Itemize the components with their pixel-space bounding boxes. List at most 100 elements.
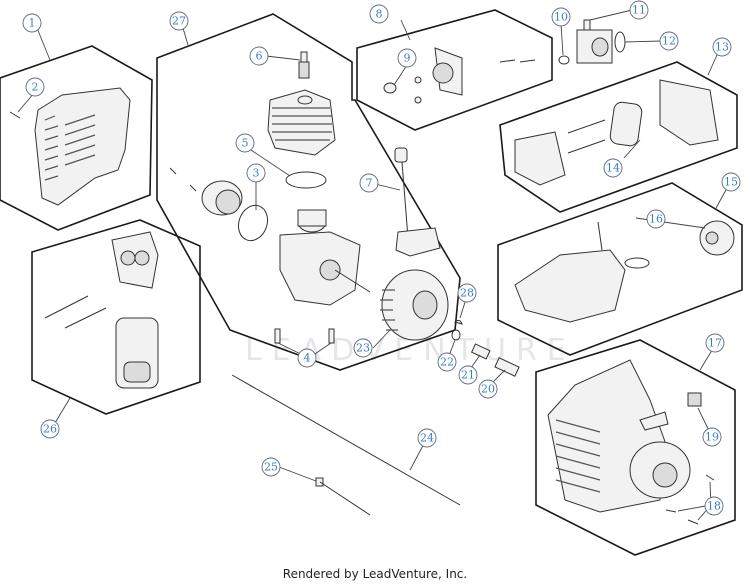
part-fuel-cap[interactable] (699, 220, 735, 256)
svg-text:9: 9 (404, 52, 411, 65)
callout-24[interactable]: 24 (417, 428, 437, 448)
part-screw-a[interactable] (169, 167, 177, 175)
part-fuel-cap-strap[interactable] (624, 257, 650, 269)
part-muffler-shield[interactable] (111, 231, 159, 289)
group-frame-17 (535, 339, 736, 556)
callout-11[interactable]: 11 (629, 0, 649, 20)
callout-7[interactable]: 7 (359, 173, 379, 193)
group-frame-8 (356, 9, 553, 131)
part-starter-housing[interactable] (547, 359, 691, 513)
callout-16[interactable]: 16 (646, 209, 666, 229)
group-frame-26 (31, 219, 201, 415)
footer-credit: Rendered by LeadVenture, Inc. (282, 567, 468, 581)
part-gasket-5[interactable] (285, 171, 327, 189)
svg-text:26: 26 (43, 423, 57, 436)
callout-8[interactable]: 8 (369, 4, 389, 24)
callout-28[interactable]: 28 (457, 283, 477, 303)
part-muffler-bolt-b[interactable] (64, 307, 107, 329)
part-air-filter-cover[interactable] (659, 79, 719, 146)
part-muffler[interactable] (115, 317, 159, 389)
svg-text:8: 8 (376, 8, 383, 21)
part-muffler-bolt-a[interactable] (44, 295, 89, 319)
callout-10[interactable]: 10 (551, 7, 571, 27)
part-throttle-cable[interactable] (231, 374, 461, 506)
part-insulator-bracket[interactable] (432, 47, 463, 96)
group-frame-27 (156, 13, 461, 371)
callout-17[interactable]: 17 (705, 333, 725, 353)
callout-19[interactable]: 19 (702, 427, 722, 447)
part-stud-right[interactable] (328, 328, 335, 344)
callout-14[interactable]: 14 (603, 158, 623, 178)
callout-5[interactable]: 5 (235, 133, 255, 153)
part-shroud-cover[interactable] (34, 87, 131, 206)
callout-4[interactable]: 4 (297, 348, 317, 368)
svg-text:3: 3 (253, 167, 260, 180)
part-nut-20[interactable] (494, 357, 520, 377)
callout-1[interactable]: 1 (22, 13, 42, 33)
svg-text:13: 13 (715, 41, 729, 54)
part-screw-18c[interactable] (687, 519, 699, 525)
svg-text:7: 7 (366, 177, 373, 190)
callout-26[interactable]: 26 (40, 419, 60, 439)
group-frame-13 (499, 61, 738, 213)
part-bolt-a[interactable] (499, 59, 516, 63)
part-nut-a[interactable] (414, 76, 422, 84)
part-nut-b[interactable] (414, 96, 422, 104)
part-switch-19[interactable] (687, 392, 702, 407)
callout-2[interactable]: 2 (25, 77, 45, 97)
part-filter-element[interactable] (609, 101, 643, 147)
callout-12[interactable]: 12 (659, 31, 679, 51)
part-screw-b[interactable] (189, 184, 197, 192)
callout-23[interactable]: 23 (353, 338, 373, 358)
part-key-28[interactable] (453, 319, 463, 325)
part-spark-plug[interactable] (298, 51, 310, 79)
group-frame-1 (0, 45, 153, 231)
part-gasket-3[interactable] (234, 201, 273, 244)
part-wire-harness[interactable] (315, 477, 371, 516)
callout-18[interactable]: 18 (704, 496, 724, 516)
part-stud-left[interactable] (274, 328, 281, 344)
callout-21[interactable]: 21 (458, 365, 478, 385)
callout-22[interactable]: 22 (437, 352, 457, 372)
callout-6[interactable]: 6 (249, 46, 269, 66)
svg-text:6: 6 (256, 50, 263, 63)
part-screw-18a[interactable] (705, 474, 715, 481)
callout-13[interactable]: 13 (712, 37, 732, 57)
part-screw-18b[interactable] (665, 509, 677, 513)
callout-25[interactable]: 25 (261, 457, 281, 477)
svg-text:25: 25 (264, 461, 278, 474)
svg-text:18: 18 (707, 500, 721, 513)
svg-text:20: 20 (481, 383, 495, 396)
part-carburetor[interactable] (576, 19, 613, 64)
part-sleeve-21[interactable] (470, 343, 491, 360)
svg-text:24: 24 (420, 432, 434, 445)
svg-text:2: 2 (32, 81, 39, 94)
svg-text:12: 12 (662, 35, 676, 48)
part-washer-22[interactable] (451, 329, 461, 341)
part-flywheel[interactable] (380, 269, 449, 341)
svg-text:19: 19 (705, 431, 719, 444)
part-bearing-cover[interactable] (201, 180, 243, 216)
part-crankcase[interactable] (279, 209, 371, 306)
callout-27[interactable]: 27 (169, 11, 189, 31)
svg-text:21: 21 (461, 369, 475, 382)
part-ring-10[interactable] (558, 55, 570, 65)
callout-9[interactable]: 9 (397, 48, 417, 68)
svg-text:10: 10 (554, 11, 568, 24)
part-gasket-12[interactable] (614, 31, 626, 53)
part-fuel-tank[interactable] (514, 221, 626, 323)
part-air-filter-base[interactable] (514, 131, 566, 186)
part-ignition-coil[interactable] (394, 147, 441, 257)
part-screw-2[interactable] (9, 111, 21, 119)
callout-15[interactable]: 15 (721, 172, 741, 192)
part-long-screw-a[interactable] (567, 119, 606, 134)
svg-text:11: 11 (632, 4, 646, 17)
svg-text:28: 28 (460, 287, 474, 300)
callout-20[interactable]: 20 (478, 379, 498, 399)
svg-text:16: 16 (649, 213, 663, 226)
part-clamp-9[interactable] (383, 82, 397, 94)
part-bolt-b[interactable] (519, 59, 536, 63)
part-cylinder[interactable] (267, 89, 336, 156)
part-long-screw-b[interactable] (567, 139, 606, 154)
callout-3[interactable]: 3 (246, 163, 266, 183)
